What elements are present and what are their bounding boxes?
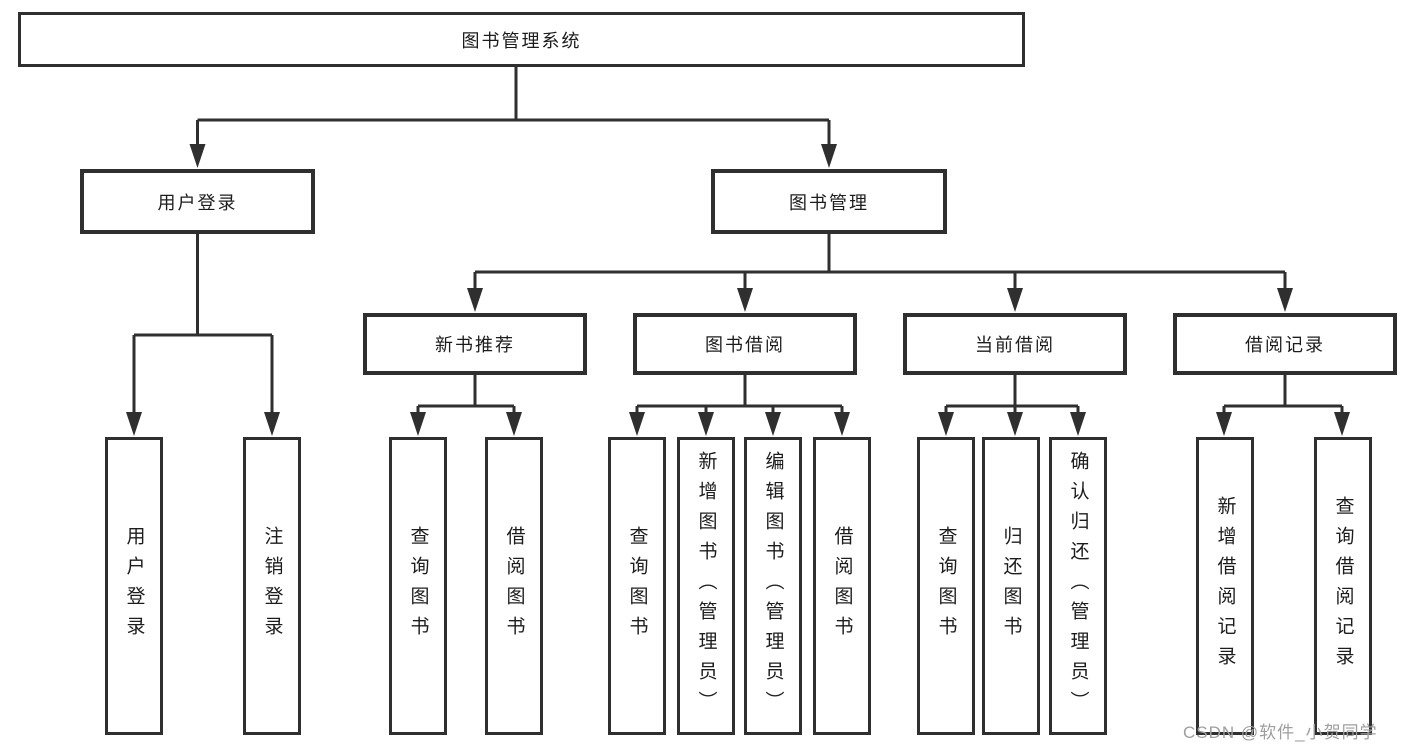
leaf-borrow-books: 借阅图书 (813, 437, 871, 735)
leaf-query-books-borrow: 查询图书 (608, 437, 666, 735)
leaf-add-books-admin: 新增图书（管理员） (677, 437, 735, 735)
leaf-return-books: 归还图书 (982, 437, 1040, 735)
leaf-logout: 注销登录 (243, 437, 301, 735)
node-book-borrow: 图书借阅 (633, 313, 857, 375)
leaf-add-borrow-record: 新增借阅记录 (1196, 437, 1254, 735)
csdn-watermark: CSDN @软件_小贺同学 (1183, 723, 1378, 742)
node-library-management-system: 图书管理系统 (18, 12, 1025, 67)
leaf-confirm-return-admin: 确认归还（管理员） (1049, 437, 1107, 735)
node-book-management: 图书管理 (711, 169, 947, 234)
leaf-query-books-recommend: 查询图书 (389, 437, 447, 735)
node-borrow-records: 借阅记录 (1173, 313, 1397, 375)
leaf-query-books-current: 查询图书 (917, 437, 975, 735)
node-new-book-recommend: 新书推荐 (363, 313, 587, 375)
leaf-borrow-books-recommend: 借阅图书 (485, 437, 543, 735)
leaf-query-borrow-record: 查询借阅记录 (1314, 437, 1372, 735)
leaf-edit-books-admin: 编辑图书（管理员） (744, 437, 802, 735)
node-user-login: 用户登录 (80, 169, 315, 234)
arrowheads (126, 144, 1350, 436)
leaf-user-login: 用户登录 (105, 437, 163, 735)
node-current-borrow: 当前借阅 (903, 313, 1127, 375)
